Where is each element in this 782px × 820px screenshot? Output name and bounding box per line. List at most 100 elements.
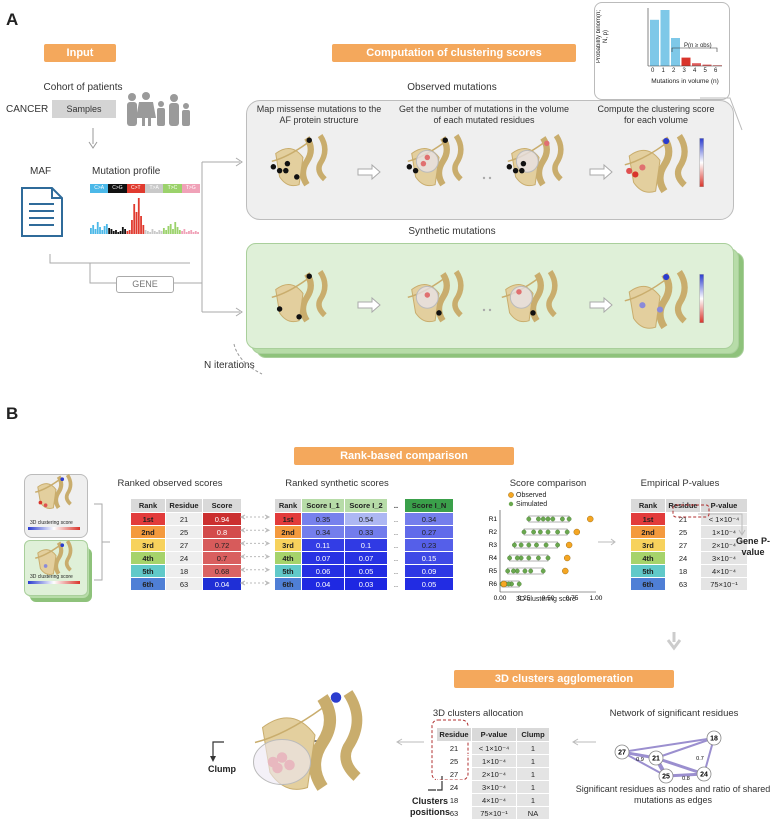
residue-dot: [43, 503, 48, 508]
scatter-xtick: 0.50: [542, 595, 555, 602]
residue-dot: [296, 314, 302, 320]
inset-bar: [692, 63, 701, 66]
helix: [435, 136, 450, 187]
profile-bar: [160, 231, 163, 234]
residue-dot: [412, 167, 419, 174]
inset-tick: 3: [682, 68, 686, 74]
network-edge-label: 0.8: [682, 776, 690, 782]
loop: [271, 278, 308, 299]
table-cell: 6th: [630, 577, 666, 591]
profile-bar: [133, 204, 136, 234]
simulated-point: [543, 542, 549, 548]
step2-text: Get the number of mutations in the volum…: [398, 104, 570, 125]
network-edge-label: 0.9: [636, 757, 644, 763]
network-node: [658, 768, 674, 784]
table-cell: ..: [387, 551, 405, 565]
clump-label: Clump: [208, 764, 236, 774]
simulated-point: [526, 555, 532, 561]
table-cell: 5th: [130, 564, 166, 578]
simulated-point: [514, 555, 520, 561]
panel-a-letter: A: [6, 10, 19, 29]
simulated-point: [531, 529, 536, 535]
gene-box: GENE: [116, 276, 174, 293]
inset-bar: [713, 65, 722, 66]
network-node-label: 24: [700, 772, 708, 779]
profile-bar: [92, 225, 95, 234]
observed-point: [500, 580, 508, 588]
inset-bracket-label: P(n ≥ obs): [684, 43, 712, 49]
rank-title: Rank-based comparison: [294, 447, 514, 465]
helix: [299, 272, 314, 323]
simulated-point: [507, 555, 512, 561]
profile-bar: [194, 231, 197, 234]
ellipsis-dot: [482, 308, 486, 312]
simulated-point: [518, 542, 524, 548]
profile-bar: [156, 232, 158, 234]
step-arrow: [357, 163, 381, 181]
step3-text: Compute the clustering score for each vo…: [597, 104, 715, 125]
residue-dot: [519, 167, 525, 174]
legend-simulated: Simulated: [516, 501, 548, 508]
helix: [674, 270, 688, 324]
legend-simulated-marker: [508, 501, 514, 507]
residue-dot: [270, 164, 277, 170]
simulated-point: [545, 555, 551, 561]
loop: [624, 143, 665, 166]
inset-tick: 4: [693, 68, 697, 74]
tag-ct: C>T: [126, 184, 145, 193]
table-cell: 6th: [274, 577, 302, 591]
helix: [64, 474, 73, 506]
table-cell: 0.04: [301, 577, 345, 591]
compare-arrowhead: [239, 540, 271, 546]
scatter-xtick: 0.25: [518, 595, 531, 602]
table-cell: 0.27: [404, 525, 454, 539]
profile-bar: [128, 230, 131, 234]
residue-dot: [512, 167, 519, 174]
simulated-point: [537, 529, 543, 535]
table-cell: 4×10⁻⁴: [700, 564, 748, 578]
table-header: Rank: [130, 498, 166, 513]
tag-tc: T>C: [163, 184, 182, 193]
people-icon: [127, 92, 190, 126]
observed-point: [565, 541, 573, 549]
table-cell: 0.05: [404, 577, 454, 591]
step-arrow: [589, 296, 613, 314]
residue-dot: [306, 137, 312, 143]
residue-dot: [424, 292, 431, 298]
table-cell: 0.1: [344, 538, 388, 552]
profile-bar: [90, 228, 92, 234]
profile-bar: [126, 231, 129, 234]
table-cell: 0.54: [344, 512, 388, 526]
network-node: [648, 750, 664, 766]
residue-dot: [436, 310, 442, 316]
profile-bar: [183, 229, 186, 234]
profile-bar: [165, 230, 168, 234]
observed-point: [573, 528, 580, 536]
profile-bar: [151, 229, 154, 234]
table-cell: ..: [387, 525, 405, 539]
table-header: Rank: [630, 498, 666, 513]
document-icon: [21, 187, 63, 237]
allocation-title: 3D clusters allocation: [432, 708, 524, 719]
residue-dot: [506, 164, 513, 170]
residue-dot: [442, 137, 448, 143]
step-arrow: [357, 296, 381, 314]
residue-dot: [276, 167, 283, 174]
profile-bar: [103, 226, 106, 234]
network-node: [696, 766, 712, 782]
inset-bar: [660, 10, 670, 66]
table-cell: 0.23: [404, 538, 454, 552]
profile-bar: [124, 229, 126, 234]
observed-point: [564, 554, 571, 562]
table-cell: 1: [516, 741, 550, 755]
table-cell: 75×10⁻¹: [700, 577, 748, 591]
mini-colorbar-label-2: 3D clustering score: [30, 574, 73, 580]
table-cell: 4×10⁻⁴: [471, 793, 517, 807]
profile-bar: [172, 229, 174, 234]
simulated-point: [545, 516, 551, 522]
volume-sphere: [509, 285, 533, 309]
profile-bar: [112, 231, 115, 234]
